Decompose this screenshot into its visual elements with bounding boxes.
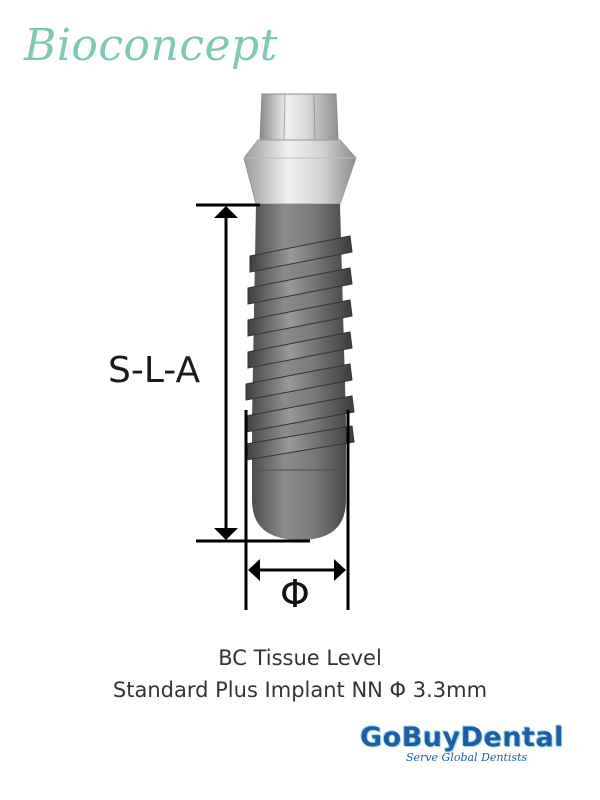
length-label: S-L-A bbox=[108, 350, 201, 391]
product-line: BC Tissue Level bbox=[218, 646, 382, 670]
seller-tagline: Serve Global Dentists bbox=[406, 751, 528, 764]
seller-name: GoBuyDental bbox=[360, 722, 564, 753]
length-dimension bbox=[196, 203, 310, 543]
implant-diagram bbox=[196, 93, 357, 610]
implant-threads bbox=[245, 235, 355, 461]
diameter-dimension bbox=[244, 410, 350, 610]
implant-collar bbox=[243, 139, 357, 205]
implant-hex-connector bbox=[259, 93, 339, 141]
gobuydental-logo: GoBuyDental Serve Global Dentists bbox=[360, 722, 580, 764]
bioconcept-logo: Bioconcept bbox=[24, 20, 278, 71]
diameter-label: Φ bbox=[280, 572, 310, 616]
product-name: Standard Plus Implant NN Φ 3.3mm bbox=[112, 678, 488, 702]
